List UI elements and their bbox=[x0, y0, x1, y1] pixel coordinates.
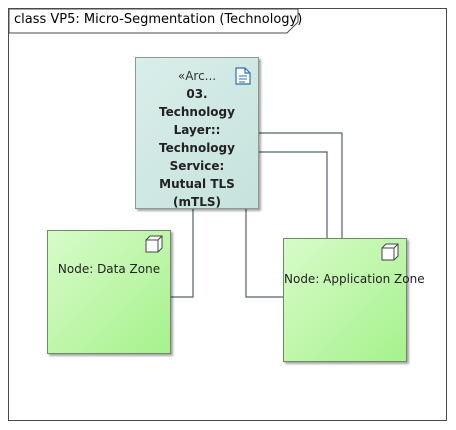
connector-artifact-to-app-zone-upper bbox=[259, 132, 343, 238]
node-data-zone[interactable]: Node: Data Zone bbox=[47, 230, 171, 354]
artifact-mtls-service[interactable]: «Arc... 03. Technology Layer:: Technolog… bbox=[135, 57, 259, 209]
node-cube-icon bbox=[145, 235, 163, 253]
artifact-name-line: Service: bbox=[169, 159, 225, 173]
frame-title-tab bbox=[9, 9, 299, 34]
artifact-label: «Arc... 03. Technology Layer:: Technolog… bbox=[140, 67, 254, 211]
artifact-name-line: Mutual TLS bbox=[159, 177, 235, 191]
node-data-zone-label: Node: Data Zone bbox=[57, 262, 161, 276]
artifact-name-line: Technology bbox=[159, 141, 235, 155]
connector-artifact-to-app-zone-middle bbox=[259, 151, 328, 238]
node-application-zone[interactable]: Node: Application Zone bbox=[283, 238, 425, 362]
node-application-zone-label: Node: Application Zone bbox=[284, 272, 425, 286]
document-icon bbox=[235, 67, 251, 85]
artifact-name-line: Layer:: bbox=[173, 123, 221, 137]
artifact-name-line: (mTLS) bbox=[173, 195, 221, 209]
artifact-stereotype: «Arc... bbox=[177, 69, 217, 83]
artifact-name-line: Technology bbox=[159, 105, 235, 119]
connector-artifact-to-app-zone-lower bbox=[245, 209, 283, 298]
node-cube-icon bbox=[381, 243, 399, 261]
diagram-title: class VP5: Micro-Segmentation (Technolog… bbox=[14, 12, 303, 27]
artifact-name-line: 03. bbox=[186, 87, 208, 101]
connector-artifact-to-data-zone bbox=[171, 209, 194, 298]
